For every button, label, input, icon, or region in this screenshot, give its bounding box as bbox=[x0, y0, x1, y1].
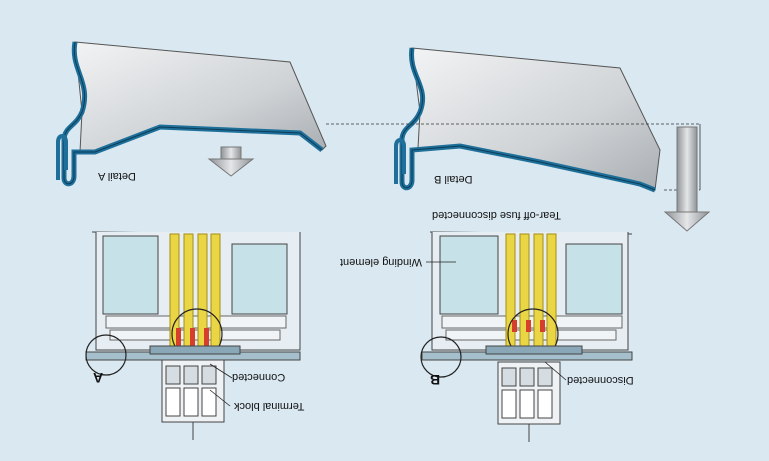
detail-a-arrow bbox=[207, 146, 255, 177]
section-left bbox=[85, 231, 301, 440]
disconnected-label: Disconnected bbox=[567, 374, 634, 386]
detail-b-label: Detail B bbox=[434, 173, 473, 185]
tearoff-label: Tear-off fuse disconnected bbox=[432, 209, 561, 221]
terminal-block-label: Terminal block bbox=[234, 400, 305, 412]
marker-b-label: B bbox=[430, 372, 441, 388]
connected-label: Connected bbox=[232, 371, 286, 383]
detail-b-can bbox=[394, 47, 661, 193]
detail-b-arrow bbox=[663, 126, 711, 232]
marker-a-label: A bbox=[93, 370, 104, 386]
winding-label: Winding element bbox=[340, 256, 422, 268]
section-right bbox=[420, 231, 633, 442]
detail-a-label: Detail A bbox=[98, 170, 136, 182]
detail-a-can bbox=[56, 41, 327, 187]
